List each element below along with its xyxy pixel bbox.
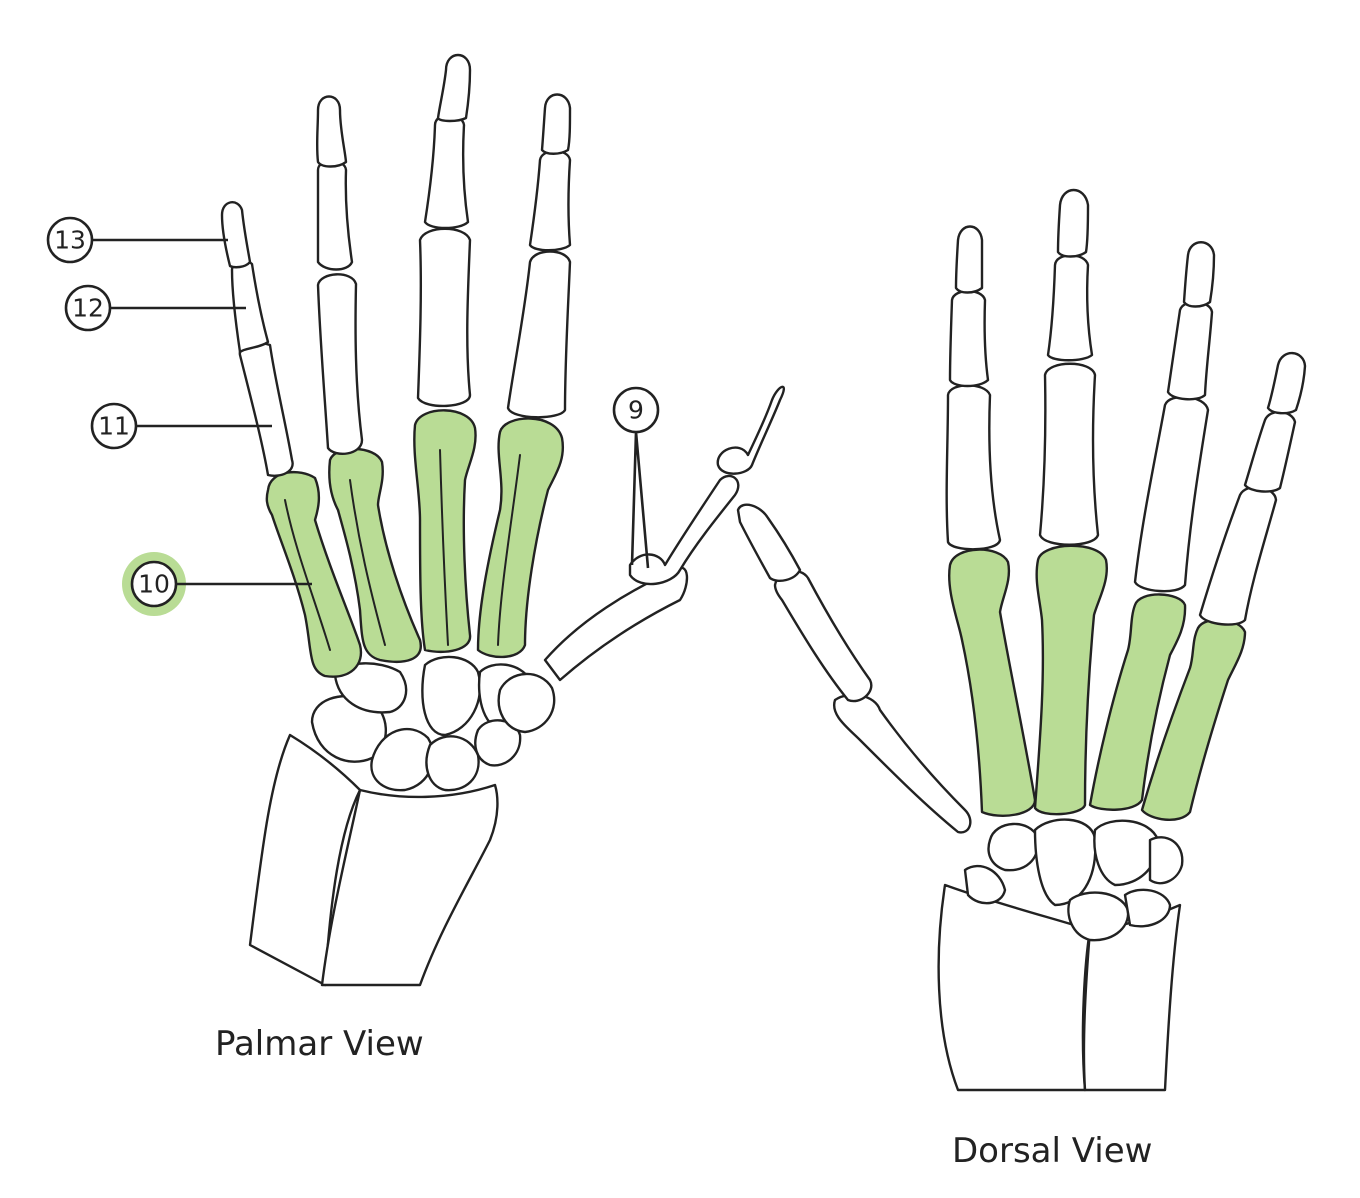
dorsal-metacarpal-2 [948,548,1037,817]
palmar-thumb [543,385,785,682]
dorsal-ring-finger [1133,241,1216,593]
palmar-metacarpal-3 [413,409,477,654]
dorsal-view-caption: Dorsal View [952,1131,1152,1171]
palmar-metacarpals [265,409,565,678]
dorsal-metacarpal-3 [1033,544,1108,816]
callout-11-label: 11 [98,412,130,441]
dorsal-carpals [963,818,1184,942]
palmar-radius [320,783,499,987]
palmar-hand [220,53,785,987]
callout-13: 13 [46,216,228,264]
callout-12-label: 12 [72,294,104,323]
palmar-little-finger [220,201,294,477]
dorsal-index-finger [945,225,1002,551]
palmar-metacarpal-4 [328,447,422,663]
callout-13-label: 13 [54,226,86,255]
callout-10: 10 [122,552,312,616]
callout-12: 12 [64,284,246,332]
dorsal-metacarpal-5 [1140,618,1247,821]
palmar-ulna [248,733,362,987]
callout-11: 11 [90,402,272,450]
dorsal-hand [736,188,1307,1092]
palmar-middle-finger [416,53,472,408]
dorsal-little-finger [1198,351,1307,626]
dorsal-thumb [736,503,972,834]
palmar-metacarpal-2 [476,417,565,659]
palmar-index-finger [506,93,572,419]
callout-9-label: 9 [628,396,644,425]
palmar-ring-finger [315,95,364,456]
callout-10-label: 10 [138,570,170,599]
dorsal-middle-finger [1038,188,1100,546]
palmar-view-caption: Palmar View [215,1024,424,1064]
callout-9: 9 [612,386,660,569]
palmar-carpals [310,655,556,792]
dorsal-metacarpal-4 [1088,593,1187,811]
dorsal-radius [937,883,1092,1092]
dorsal-metacarpals [948,544,1247,821]
